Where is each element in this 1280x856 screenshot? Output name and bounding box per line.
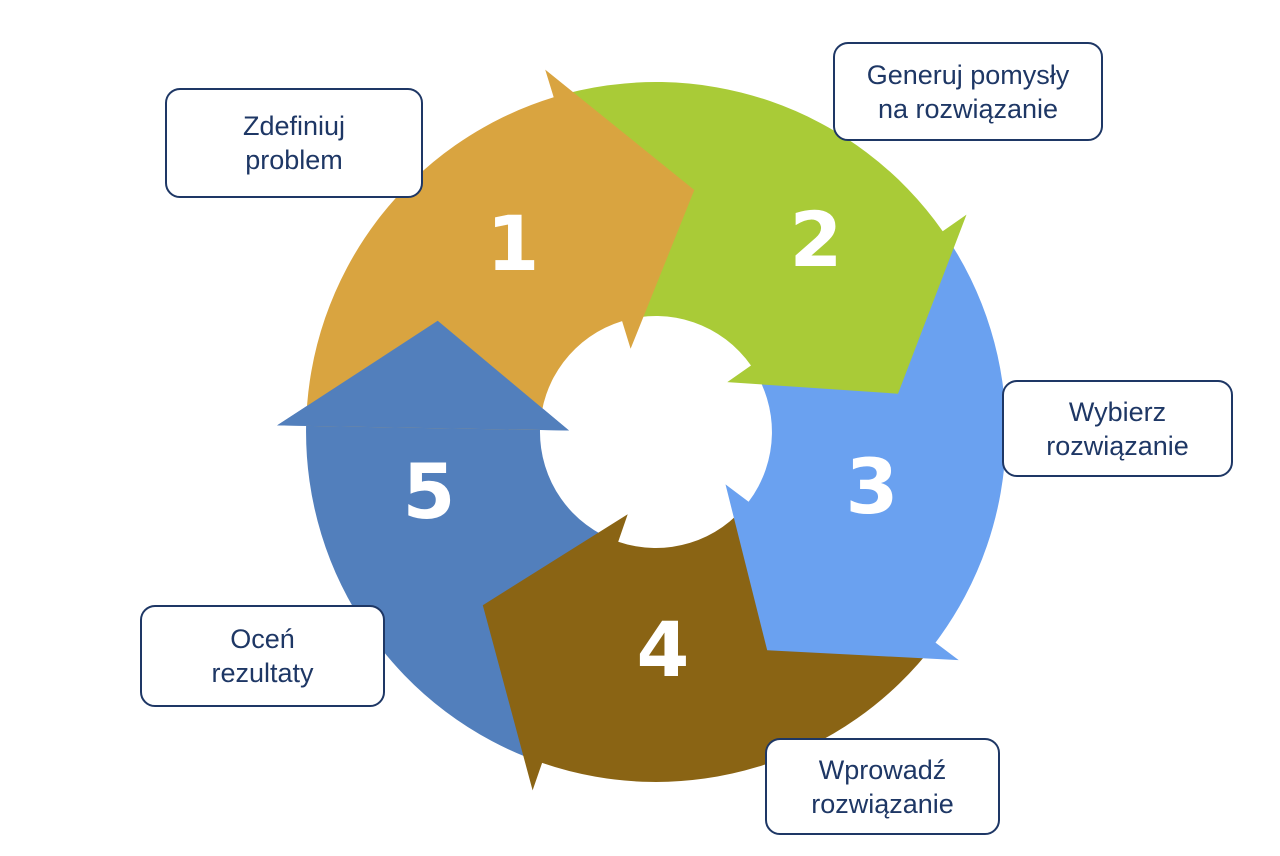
label-line: Zdefiniuj [242,111,346,141]
arrow-segment-5-head-overlay [277,320,569,431]
segment-number-1: 1 [486,199,540,288]
label-line: problem [245,145,343,175]
label-line: Oceń [230,624,295,654]
arrow-segment-1 [306,69,695,430]
label-line: Wybierz [1068,396,1167,427]
label-line: na rozwiązanie [877,93,1059,124]
label-box-choose-solution: Wybierz rozwiązanie [1002,380,1233,477]
label-box-define-problem: Zdefiniuj problem [165,88,423,198]
segment-number-3: 3 [845,442,899,531]
label-line: Wprowadź [818,754,947,785]
label-line: rezultaty [211,658,314,688]
label-line: rozwiązanie [811,788,954,819]
segment-number-2: 2 [789,195,843,284]
segment-number-4: 4 [636,605,690,694]
label-box-evaluate-results: Oceń rezultaty [140,605,385,707]
label-box-implement-solution: Wprowadź rozwiązanie [765,738,1000,835]
segment-number-5: 5 [402,447,456,536]
label-line: rozwiązanie [1046,430,1189,461]
label-line: Generuj pomysły [866,59,1070,90]
label-box-generate-ideas: Generuj pomysły na rozwiązanie [833,42,1103,141]
